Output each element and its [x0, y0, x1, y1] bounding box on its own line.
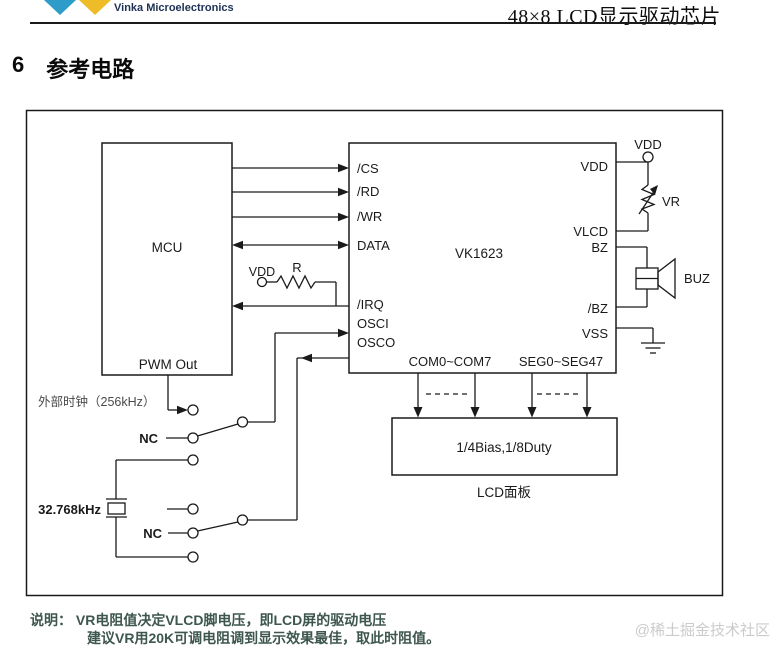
resistor-r-symbol	[276, 274, 316, 290]
mcu-pwm-label: PWM Out	[139, 357, 198, 372]
switch1-blade	[197, 423, 239, 437]
osci-selector-switch	[116, 404, 249, 466]
ground-symbol	[616, 327, 665, 354]
pin-label-vss: VSS	[582, 326, 608, 341]
logo-diamond-blue-icon	[44, 0, 76, 15]
pin-label-vlcd: VLCD	[573, 224, 608, 239]
lcd-spec-label: 1/4Bias,1/8Duty	[456, 440, 552, 455]
pin-label-vdd: VDD	[581, 159, 608, 174]
pin-label-osci: OSCI	[357, 316, 389, 331]
vdd-rail-label: VDD	[634, 137, 661, 152]
port-label-seg: SEG0~SEG47	[519, 354, 603, 369]
header-rule	[30, 22, 716, 24]
chip-box	[348, 142, 617, 374]
resistor-r-label: R	[292, 260, 301, 275]
vk1623-block: VK1623 /CS /RD /WR DATA /IRQ OSCI OSCO V…	[348, 142, 617, 374]
irq-pullup: VDD R	[249, 260, 337, 306]
buzzer-symbol	[616, 246, 676, 308]
note-line2: 建议VR用20K可调电阻调到显示效果最佳，取此时阻值。	[87, 630, 441, 646]
bus-wires	[232, 163, 349, 311]
lcd-panel: 1/4Bias,1/8Duty LCD面板	[391, 373, 618, 500]
nc-label-bottom: NC	[143, 526, 162, 541]
note-line1: 说明： VR电阻值决定VLCD脚电压，即LCD屏的驱动电压	[30, 612, 387, 628]
vdd-rail-terminal	[642, 151, 654, 163]
power-and-buzzer: VDD VR BUZ	[616, 137, 710, 354]
crystal-freq-label: 32.768kHz	[38, 502, 101, 517]
chip-name: VK1623	[455, 246, 503, 261]
vdd-terminal	[256, 276, 268, 288]
watermark: @稀土掘金技术社区	[634, 622, 770, 639]
pin-label-osco: OSCO	[357, 335, 395, 350]
section-number: 6	[12, 52, 25, 77]
nc-label-top: NC	[139, 431, 158, 446]
diagram-frame	[25, 109, 724, 597]
crystal-32khz	[106, 460, 127, 557]
section-title: 参考电路	[46, 57, 135, 82]
pin-label-wr: /WR	[357, 209, 382, 224]
mcu-block: MCU PWM Out	[101, 142, 233, 376]
pin-label-bz: BZ	[591, 240, 608, 255]
brand-name: Vinka Microelectronics	[114, 2, 234, 14]
logo-diamond-yellow-icon	[79, 0, 111, 15]
switch2-blade	[197, 521, 239, 532]
buz-label: BUZ	[684, 271, 710, 286]
pin-label-cs: /CS	[357, 161, 379, 176]
pin-label-bzn: /BZ	[588, 301, 608, 316]
osco-selector-switch	[116, 503, 249, 563]
clock-circuit: 外部时钟（256kHz） NC 32.768kHz	[38, 328, 349, 563]
lcd-box	[391, 417, 618, 476]
pullup-vdd-label: VDD	[249, 265, 275, 279]
section-heading: 6 参考电路	[12, 52, 134, 84]
mcu-box	[101, 142, 233, 376]
pin-label-data: DATA	[357, 238, 390, 253]
pin-label-rd: /RD	[357, 184, 379, 199]
vr-label: VR	[662, 194, 680, 209]
port-label-com: COM0~COM7	[409, 354, 492, 369]
pin-label-irq: /IRQ	[357, 297, 384, 312]
mcu-label: MCU	[152, 240, 183, 255]
lcd-caption: LCD面板	[477, 485, 532, 500]
external-clock-label: 外部时钟（256kHz）	[38, 394, 155, 409]
